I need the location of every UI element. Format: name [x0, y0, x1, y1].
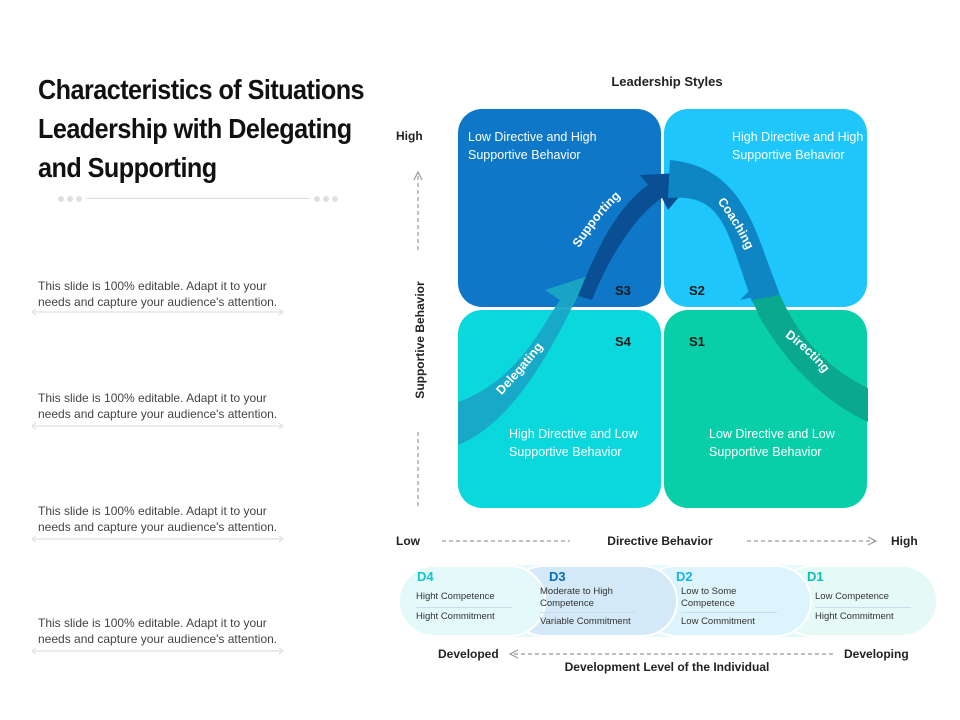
title-divider [58, 196, 338, 202]
quadrant-s1-code: S1 [689, 334, 705, 349]
quadrant-s2-text: High Directive and High Supportive Behav… [732, 130, 864, 162]
d3-code: D3 [549, 569, 566, 584]
page-title: Characteristics of Situations Leadership… [38, 74, 365, 183]
directing-band [752, 295, 868, 422]
d1-code: D1 [807, 569, 824, 584]
quadrant-s3-code: S3 [615, 283, 631, 298]
developing-label: Developing [844, 647, 909, 661]
development-axis-label: Development Level of the Individual [540, 660, 794, 674]
y-axis-high-label: High [396, 129, 423, 143]
paragraph-4: This slide is 100% editable. Adapt it to… [38, 616, 278, 646]
developed-label: Developed [438, 647, 499, 661]
delegating-band [458, 276, 592, 445]
coaching-band [668, 160, 780, 302]
paragraph-2-divider [31, 422, 284, 430]
leadership-styles-header: Leadership Styles [611, 74, 723, 89]
development-axis-arrow [508, 649, 834, 659]
d2-code: D2 [676, 569, 693, 584]
d4-code: D4 [417, 569, 434, 584]
paragraph-1-divider [31, 308, 284, 316]
d4-competence: Hight Competence [416, 591, 495, 602]
supporting-arrow [578, 172, 700, 300]
quadrant-s2-code: S2 [689, 283, 705, 298]
quadrant-s1 [664, 310, 867, 508]
paragraph-2: This slide is 100% editable. Adapt it to… [38, 391, 278, 421]
d3-commitment: Variable Commitment [540, 616, 631, 627]
leadership-arrow-band: Supporting Coaching Delegating Directing [458, 160, 868, 445]
y-axis-label: Supportive Behavior [413, 281, 427, 399]
paragraph-4-divider [31, 647, 284, 655]
d2-competence: Low to Some Competence [681, 586, 737, 609]
development-band: D4 Hight Competence Hight Commitment D3 … [398, 565, 938, 637]
d2-commitment: Low Commitment [681, 616, 755, 627]
y-axis-arrow [413, 170, 423, 508]
d1-competence: Low Competence [815, 591, 889, 602]
x-axis-arrow [442, 536, 878, 546]
d1-commitment: Hight Commitment [815, 611, 894, 622]
d4-segment [398, 565, 546, 637]
quadrant-s1-text: Low Directive and Low Supportive Behavio… [709, 427, 835, 459]
paragraph-3: This slide is 100% editable. Adapt it to… [38, 504, 278, 534]
quadrant-s4-text: High Directive and Low Supportive Behavi… [509, 427, 638, 459]
x-axis-high-label: High [891, 534, 918, 548]
d4-commitment: Hight Commitment [416, 611, 495, 622]
x-axis-label: Directive Behavior [607, 534, 713, 548]
paragraph-1: This slide is 100% editable. Adapt it to… [38, 279, 278, 309]
d3-competence: Moderate to High Competence [540, 586, 613, 609]
quadrant-s4-code: S4 [615, 334, 631, 349]
paragraph-3-divider [31, 535, 284, 543]
x-axis-low-label: Low [396, 534, 420, 548]
quadrant-s3-text: Low Directive and High Supportive Behavi… [468, 130, 597, 162]
